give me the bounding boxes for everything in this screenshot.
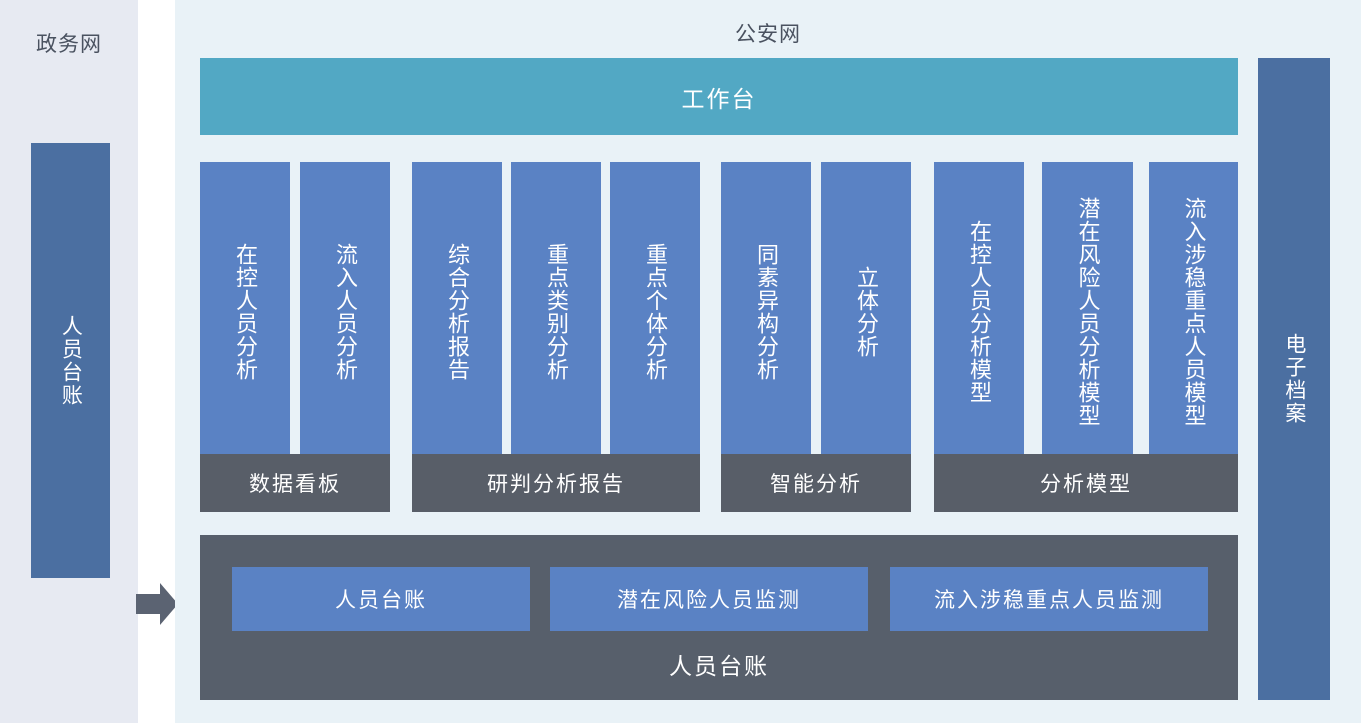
personnel-ledger-source-box[interactable]: 人员台账 [31,143,110,578]
government-network-panel: 政务网 人员台账 [0,0,138,723]
module-zhongdian-leibie-fenxi[interactable]: 重点类别分析 [511,162,601,456]
module-tongsu-yigou-fenxi[interactable]: 同素异构分析 [721,162,811,456]
module-liuru-renyuan-fenxi[interactable]: 流入人员分析 [300,162,390,456]
module-liuru-shewen-zhongdian-renyuan-moxing[interactable]: 流入涉稳重点人员模型 [1149,162,1238,456]
workbench-bar[interactable]: 工作台 [200,58,1238,135]
group-footer-shuju-kanban[interactable]: 数据看板 [200,454,390,512]
ledger-button-qianzai-fengxian-renyuan-jiance[interactable]: 潜在风险人员监测 [550,567,868,631]
ledger-button-liuru-shewen-zhongdian-renyuan-jiance[interactable]: 流入涉稳重点人员监测 [890,567,1208,631]
arrow-right-icon [136,582,178,626]
electronic-archive-box[interactable]: 电子档案 [1258,58,1330,700]
module-qianzai-fengxian-renyuan-fenxi-moxing[interactable]: 潜在风险人员分析模型 [1042,162,1133,456]
group-footer-yanpan-fenxi-baogao[interactable]: 研判分析报告 [412,454,700,512]
group-footer-zhineng-fenxi[interactable]: 智能分析 [721,454,911,512]
module-zhongdian-geti-fenxi[interactable]: 重点个体分析 [610,162,700,456]
module-zaikong-renyuan-fenxi[interactable]: 在控人员分析 [200,162,290,456]
group-footer-fenxi-moxing[interactable]: 分析模型 [934,454,1238,512]
module-zonghe-fenxi-baogao[interactable]: 综合分析报告 [412,162,502,456]
public-security-network-title: 公安网 [735,23,801,46]
personnel-ledger-section-label: 人员台账 [669,653,769,679]
module-liti-fenxi[interactable]: 立体分析 [821,162,911,456]
module-zaikong-renyuan-fenxi-moxing[interactable]: 在控人员分析模型 [934,162,1024,456]
government-network-title: 政务网 [36,33,102,56]
personnel-ledger-section: 人员台账 潜在风险人员监测 流入涉稳重点人员监测 人员台账 [200,535,1238,700]
ledger-button-renyuan-taizhang[interactable]: 人员台账 [232,567,530,631]
